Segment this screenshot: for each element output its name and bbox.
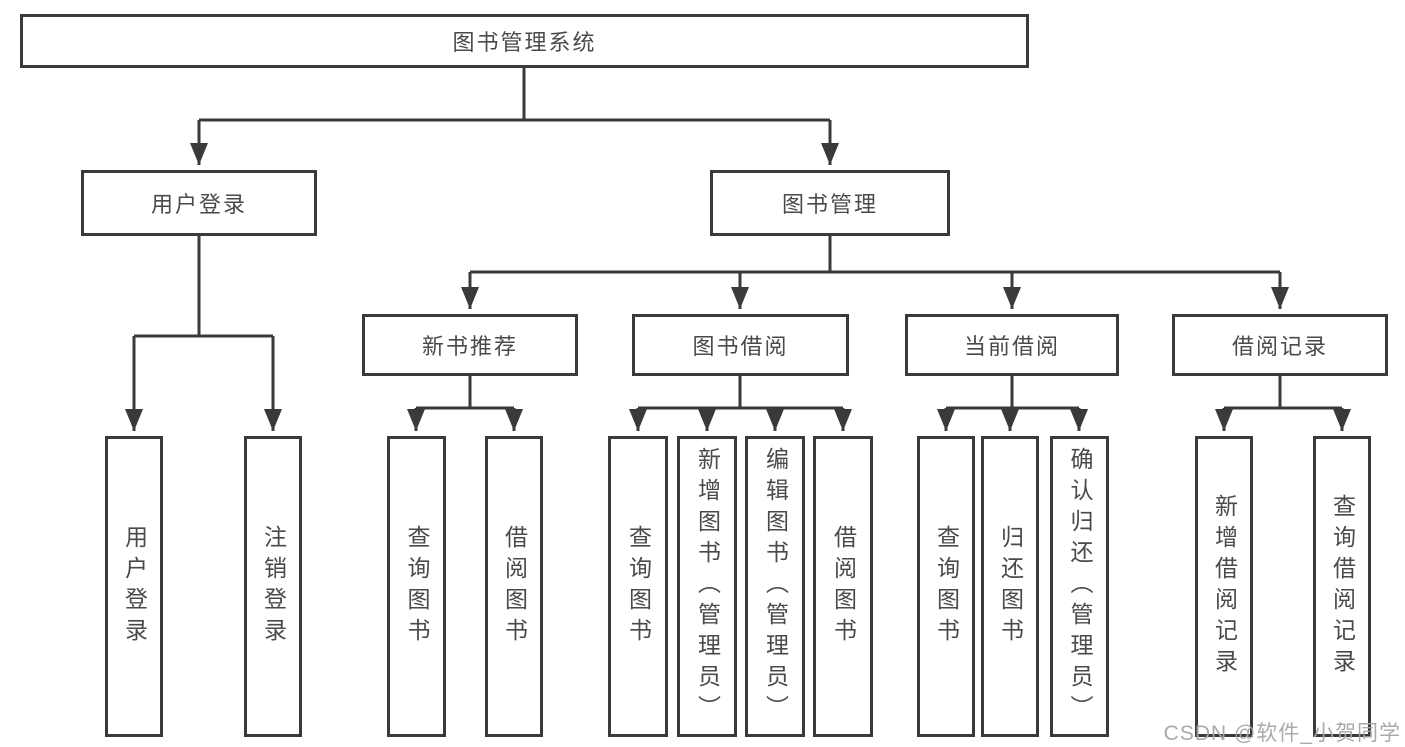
node-user-login-module: 用户登录: [81, 170, 317, 236]
leaf-label: 查询图书: [404, 524, 430, 649]
leaf-edit-books-admin: 编辑图书（管理员）: [745, 436, 805, 737]
leaf-label: 新增借阅记录: [1211, 493, 1238, 680]
node-new-book-recommendation: 新书推荐: [362, 314, 578, 376]
leaf-add-books-admin: 新增图书（管理员）: [677, 436, 737, 737]
node-label: 借阅记录: [1231, 334, 1328, 359]
node-label: 用户登录: [150, 192, 247, 217]
leaf-label: 新增图书（管理员）: [694, 447, 721, 726]
leaf-label: 查询借阅记录: [1329, 493, 1356, 680]
leaf-label: 查询图书: [625, 524, 652, 649]
node-root-label: 图书管理系统: [452, 30, 597, 55]
leaf-label: 借阅图书: [830, 524, 857, 649]
leaf-borrow-books: 借阅图书: [813, 436, 873, 737]
leaf-user-login: 用户登录: [105, 436, 163, 737]
leaf-query-books-recommend: 查询图书: [387, 436, 446, 737]
leaf-label: 确认归还（管理员）: [1067, 447, 1093, 726]
leaf-label: 编辑图书（管理员）: [762, 447, 789, 726]
leaf-query-books-current: 查询图书: [917, 436, 975, 737]
node-label: 新书推荐: [421, 334, 518, 359]
node-book-borrowing: 图书借阅: [632, 314, 849, 376]
leaf-add-borrow-record: 新增借阅记录: [1195, 436, 1253, 737]
leaf-query-borrow-record: 查询借阅记录: [1313, 436, 1371, 737]
node-label: 图书借阅: [692, 334, 789, 359]
leaf-borrow-books-recommend: 借阅图书: [485, 436, 543, 737]
node-current-borrowing: 当前借阅: [905, 314, 1119, 376]
leaf-return-books: 归还图书: [981, 436, 1039, 737]
leaf-query-books-borrow: 查询图书: [608, 436, 668, 737]
node-book-management-module: 图书管理: [710, 170, 950, 236]
node-label: 当前借阅: [963, 334, 1060, 359]
leaf-label: 归还图书: [997, 524, 1024, 649]
node-label: 图书管理: [781, 192, 878, 217]
node-borrowing-records: 借阅记录: [1172, 314, 1388, 376]
leaf-label: 借阅图书: [501, 524, 528, 649]
leaf-label: 用户登录: [121, 524, 148, 649]
csdn-watermark: CSDN @软件_小贺同学: [1163, 722, 1401, 745]
node-root-system: 图书管理系统: [20, 14, 1029, 68]
leaf-label: 注销登录: [260, 524, 287, 649]
leaf-logout: 注销登录: [244, 436, 302, 737]
leaf-confirm-return-admin: 确认归还（管理员）: [1050, 436, 1109, 737]
leaf-label: 查询图书: [933, 524, 960, 649]
